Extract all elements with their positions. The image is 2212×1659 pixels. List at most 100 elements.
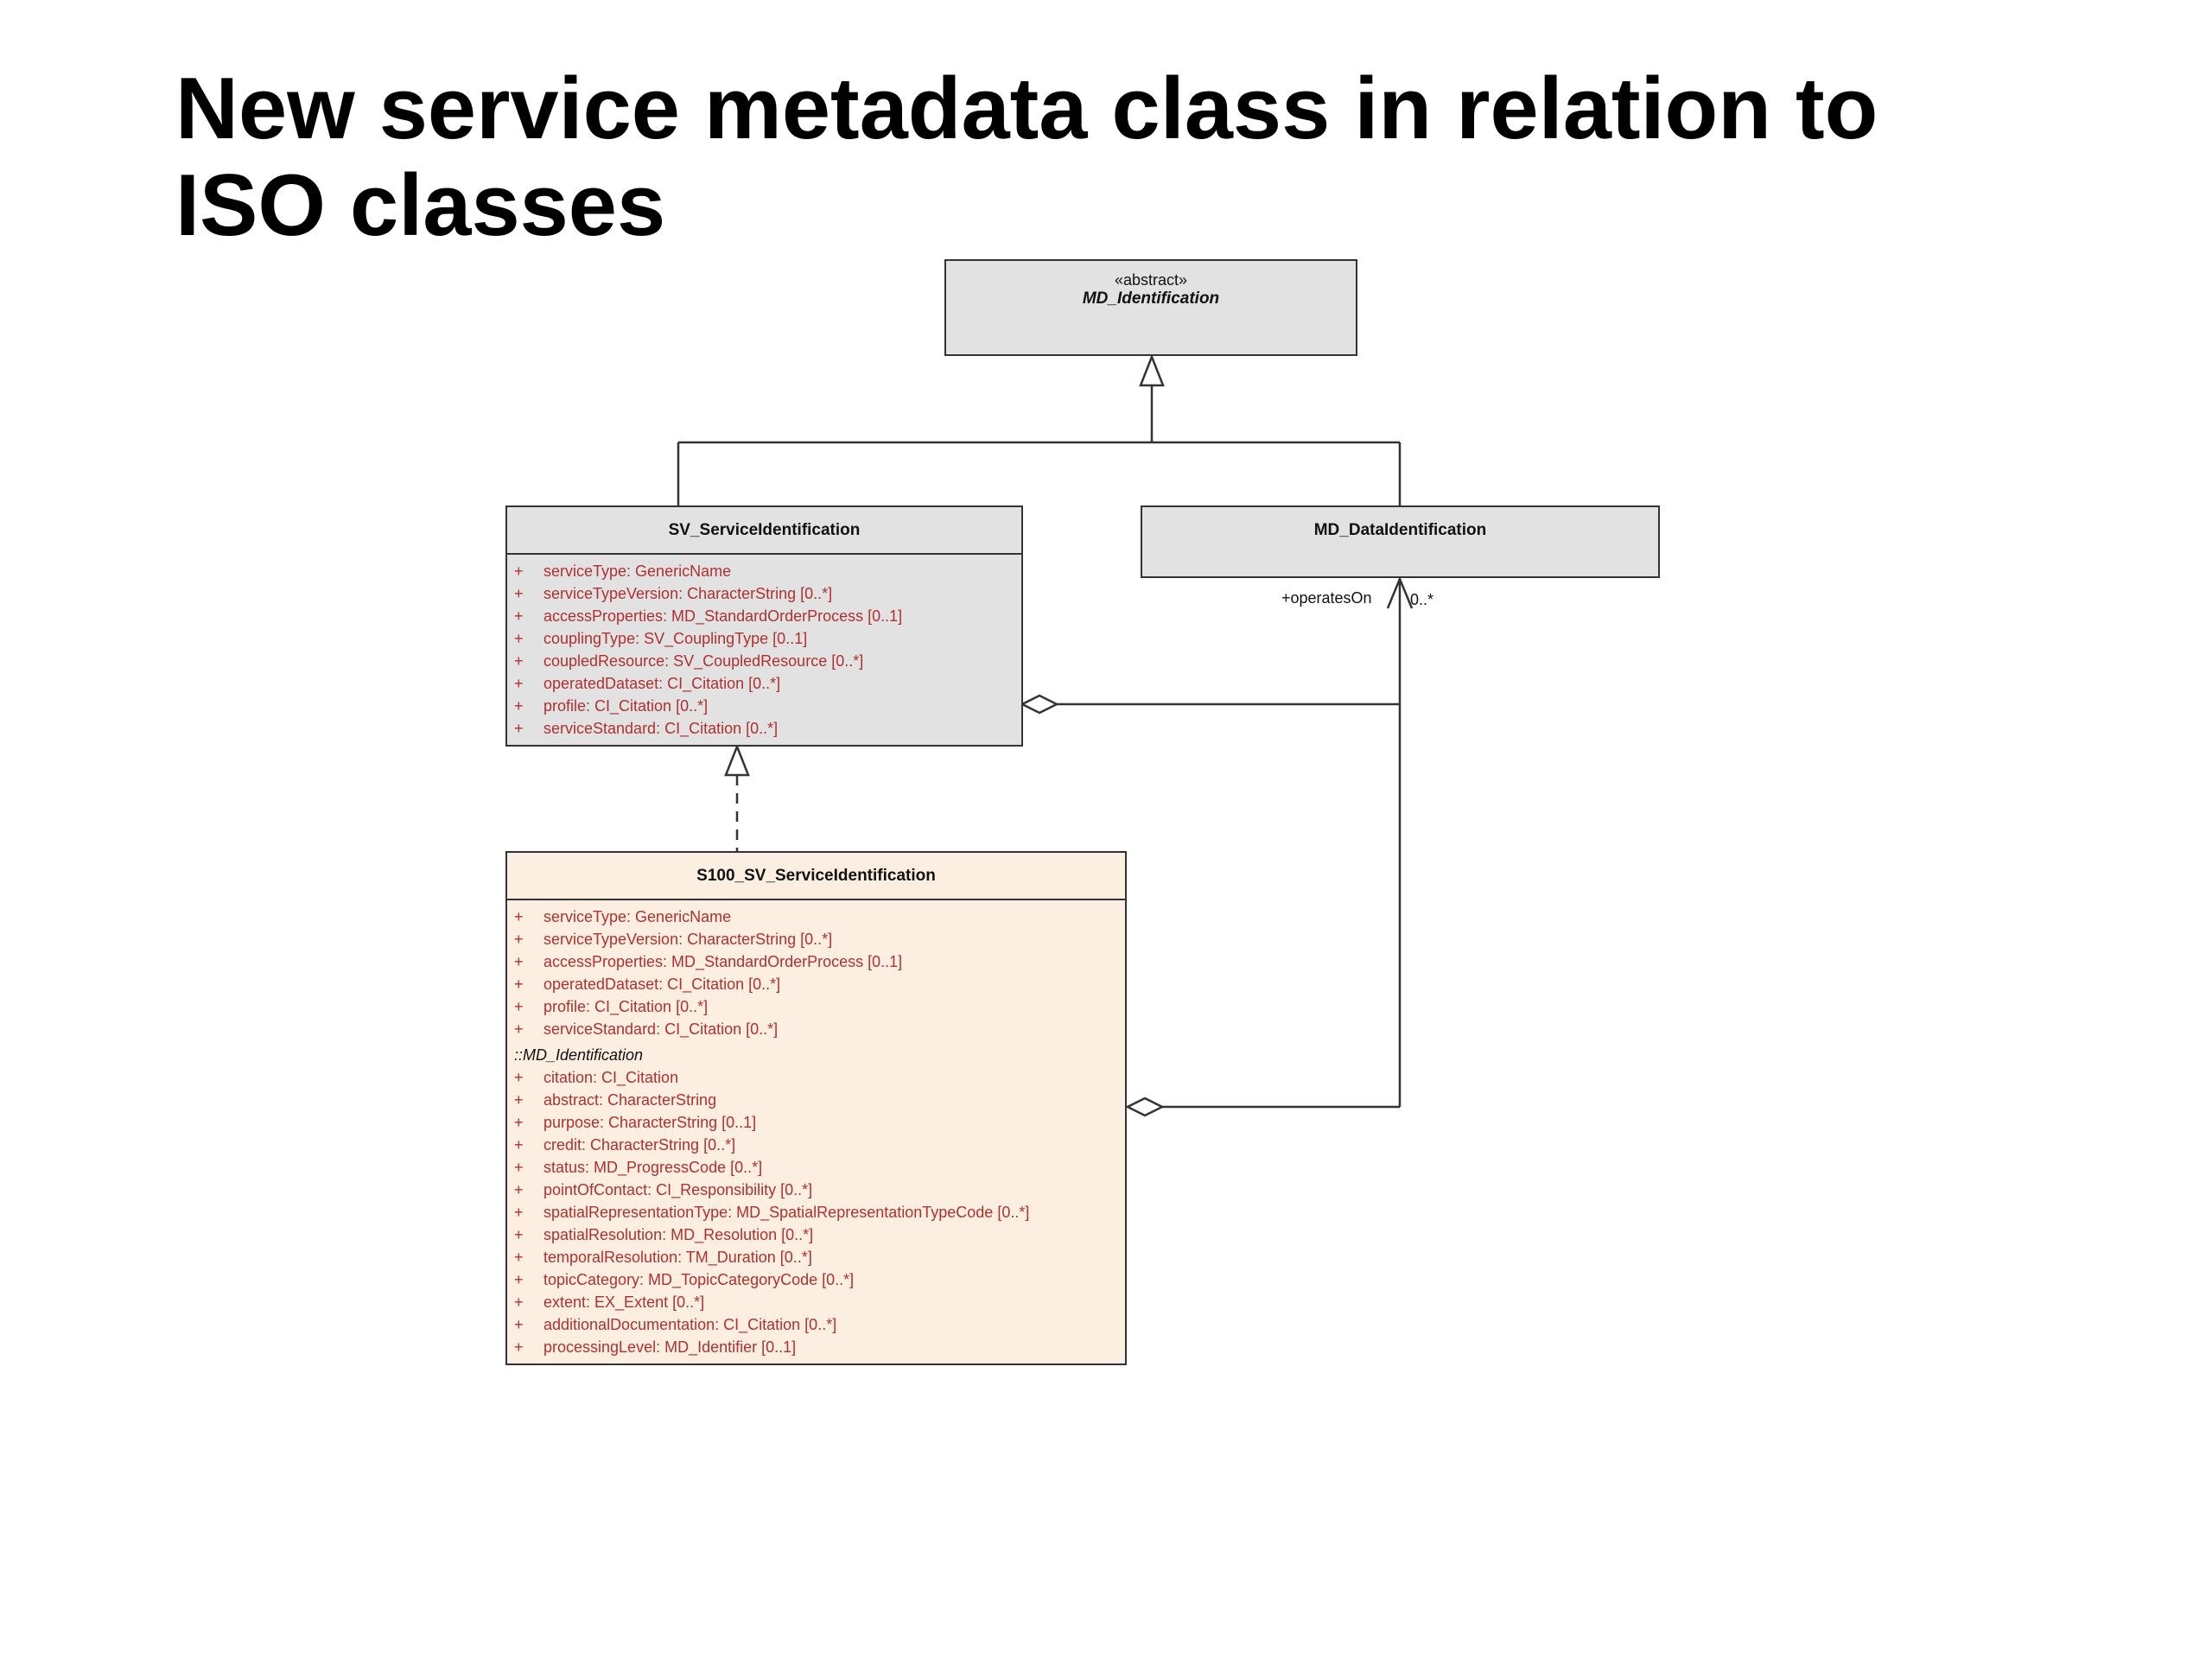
class-name: MD_DataIdentification — [1313, 521, 1487, 539]
visibility-marker: + — [514, 630, 524, 647]
visibility-marker: + — [514, 953, 524, 970]
class-attribute: +credit: CharacterString [0..*] — [507, 1134, 1125, 1156]
attribute-text: extent: EX_Extent [0..*] — [543, 1294, 705, 1311]
class-attribute: + operatedDataset: CI_Citation [0..*] — [507, 672, 1021, 695]
aggregation-diamond-sv — [1020, 694, 1059, 715]
class-attribute: + spatialRepresentationType: MD_SpatialRe… — [507, 1201, 1125, 1224]
class-attribute: + additionalDocumentation: CI_Citation [0… — [507, 1313, 1125, 1336]
visibility-marker: + — [514, 1316, 524, 1333]
visibility-marker: + — [514, 1249, 524, 1266]
attribute-text: operatedDataset: CI_Citation [0..*] — [543, 976, 781, 993]
visibility-marker: + — [514, 1204, 524, 1221]
class-attribute: + temporalResolution: TM_Duration [0..*] — [507, 1246, 1125, 1268]
visibility-marker: + — [514, 976, 524, 993]
own-attributes: + serviceType: GenericName + serviceTypeVer… — [507, 906, 1125, 1040]
visibility-marker: + — [514, 1338, 524, 1356]
class-attribute: +abstract: CharacterString — [507, 1089, 1125, 1111]
class-attribute: +coupledResource: SV_CoupledResource [0.… — [507, 650, 1021, 672]
visibility-marker: + — [514, 1226, 524, 1243]
visibility-marker: + — [514, 607, 524, 625]
attribute-text: temporalResolution: TM_Duration [0..*] — [543, 1249, 812, 1266]
operates-on-association — [1057, 575, 1414, 1109]
visibility-marker: + — [514, 585, 524, 602]
class-attribute: + serviceType: GenericName — [507, 560, 1021, 582]
class-attribute: + spatialResolution: MD_Resolution [0..*] — [507, 1224, 1125, 1246]
visibility-marker: + — [514, 1136, 524, 1154]
visibility-marker: + — [514, 720, 524, 737]
attribute-text: spatialRepresentationType: MD_SpatialRep… — [543, 1204, 1030, 1221]
slide-title-line-2: ISO classes — [175, 157, 666, 254]
class-attribute: + profile: CI_Citation [0..*] — [507, 695, 1021, 717]
class-attribute: +status: MD_ProgressCode [0..*] — [507, 1156, 1125, 1179]
attribute-text: serviceTypeVersion: CharacterString [0..… — [543, 585, 833, 602]
class-s100-sv-service-identification[interactable]: S100_SV_ServiceIdentification + serviceTy… — [505, 851, 1127, 1365]
visibility-marker: + — [514, 1069, 524, 1086]
attribute-text: topicCategory: MD_TopicCategoryCode [0..… — [543, 1271, 855, 1288]
visibility-marker: + — [514, 1271, 524, 1288]
class-attribute: + accessProperties: MD_StandardOrderProce… — [507, 605, 1021, 627]
class-attribute: + serviceStandard: CI_Citation [0..*] — [507, 717, 1021, 740]
attribute-text: operatedDataset: CI_Citation [0..*] — [543, 675, 781, 692]
class-attribute: + citation: CI_Citation — [507, 1066, 1125, 1089]
attribute-text: processingLevel: MD_Identifier [0..1] — [543, 1338, 797, 1356]
class-sv-service-identification[interactable]: SV_ServiceIdentification + serviceType: G… — [505, 505, 1023, 747]
slide-title-line-1: New service metadata class in relation t… — [175, 60, 1878, 157]
class-md-identification[interactable]: «abstract» MD_Identification — [944, 259, 1357, 356]
attribute-text: additionalDocumentation: CI_Citation [0.… — [543, 1316, 837, 1333]
attribute-text: serviceStandard: CI_Citation [0..*] — [543, 1020, 779, 1038]
visibility-marker: + — [514, 1181, 524, 1198]
class-attribute: + couplingType: SV_CouplingType [0..1] — [507, 627, 1021, 650]
inherited-attributes: +citation: CI_Citation+abstract: Charact… — [507, 1066, 1125, 1358]
attribute-text: serviceType: GenericName — [543, 908, 732, 925]
visibility-marker: + — [514, 697, 524, 715]
attribute-text: accessProperties: MD_StandardOrderProces… — [543, 607, 903, 625]
visibility-marker: + — [514, 563, 524, 580]
class-attribute: + operatedDataset: CI_Citation [0..*] — [507, 973, 1125, 995]
generalization-arrowhead — [1139, 353, 1165, 387]
visibility-marker: + — [514, 675, 524, 692]
class-attribute: + accessProperties: MD_StandardOrderProce… — [507, 950, 1125, 973]
attribute-text: abstract: CharacterString — [543, 1091, 717, 1109]
class-header: «abstract» MD_Identification — [946, 261, 1356, 308]
attribute-text: status: MD_ProgressCode [0..*] — [543, 1159, 763, 1176]
attribute-text: pointOfContact: CI_Responsibility [0..*] — [543, 1181, 813, 1198]
class-name: S100_SV_ServiceIdentification — [696, 867, 936, 885]
class-attribute: + serviceType: GenericName — [507, 906, 1125, 928]
class-attribute: + topicCategory: MD_TopicCategoryCode [0.… — [507, 1268, 1125, 1291]
attribute-text: profile: CI_Citation [0..*] — [543, 998, 709, 1015]
aggregation-diamond-s100 — [1125, 1096, 1165, 1117]
class-name: SV_ServiceIdentification — [668, 521, 861, 539]
class-stereotype: «abstract» — [1114, 271, 1188, 289]
class-attribute: +profile: CI_Citation [0..*] — [507, 995, 1125, 1018]
attribute-text: serviceStandard: CI_Citation [0..*] — [543, 720, 779, 737]
visibility-marker: + — [514, 652, 524, 670]
attribute-text: serviceType: GenericName — [543, 563, 732, 580]
association-role-label: +operatesOn — [1281, 589, 1372, 607]
attribute-text: profile: CI_Citation [0..*] — [543, 697, 709, 715]
attribute-text: serviceTypeVersion: CharacterString [0..… — [543, 931, 833, 948]
attribute-text: couplingType: SV_CouplingType [0..1] — [543, 630, 808, 647]
class-attribute: + pointOfContact: CI_Responsibility [0..*… — [507, 1179, 1125, 1201]
association-multiplicity-label: 0..* — [1410, 591, 1434, 608]
slide-title: New service metadata class in relation t… — [175, 60, 2076, 254]
class-md-data-identification[interactable]: MD_DataIdentification — [1141, 505, 1660, 578]
class-name: MD_Identification — [1082, 289, 1220, 308]
class-attribute: + serviceStandard: CI_Citation [0..*] — [507, 1018, 1125, 1040]
attribute-text: citation: CI_Citation — [543, 1069, 679, 1086]
attribute-text: spatialResolution: MD_Resolution [0..*] — [543, 1226, 814, 1243]
generalization-connector — [677, 385, 1402, 505]
attribute-text: purpose: CharacterString [0..1] — [543, 1114, 757, 1131]
visibility-marker: + — [514, 1020, 524, 1038]
class-attribute: + serviceTypeVersion: CharacterString [0.… — [507, 928, 1125, 950]
realization-arrowhead — [724, 743, 750, 777]
attribute-list: + serviceType: GenericName + serviceTypeVer… — [507, 553, 1021, 740]
class-attribute: + processingLevel: MD_Identifier [0..1] — [507, 1336, 1125, 1358]
class-attribute: + serviceTypeVersion: CharacterString [0.… — [507, 582, 1021, 605]
visibility-marker: + — [514, 1114, 524, 1131]
attribute-text: accessProperties: MD_StandardOrderProces… — [543, 953, 903, 970]
attribute-list: + serviceType: GenericName + serviceTypeVer… — [507, 899, 1125, 1358]
visibility-marker: + — [514, 931, 524, 948]
class-attribute: + purpose: CharacterString [0..1] — [507, 1111, 1125, 1134]
visibility-marker: + — [514, 908, 524, 925]
